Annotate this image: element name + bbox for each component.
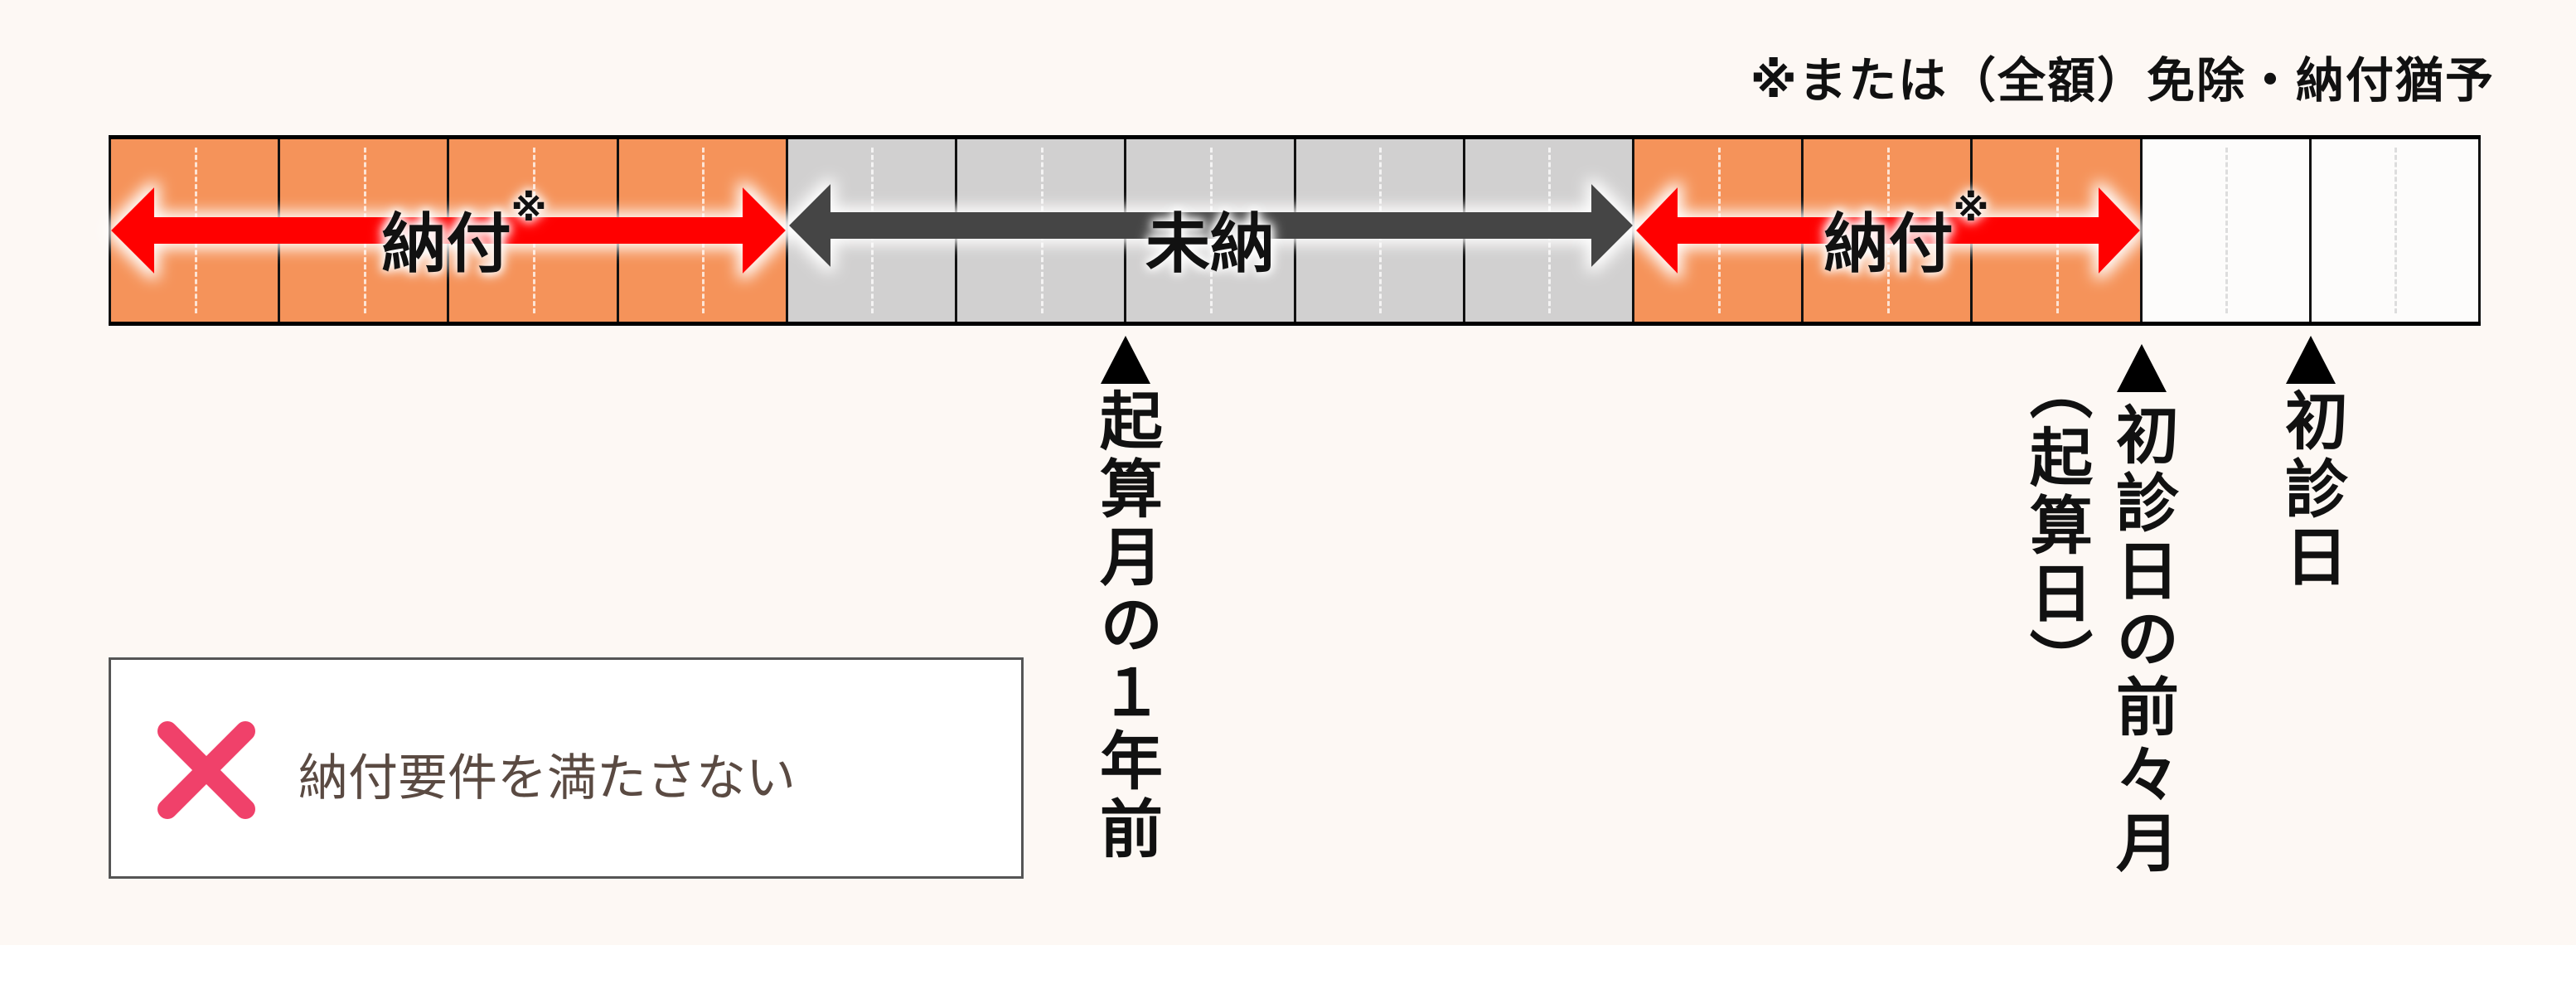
marker-triangle-icon <box>2286 336 2336 384</box>
legend-text: 納付要件を満たさない <box>298 749 796 807</box>
month-cell-paid <box>616 139 786 322</box>
marker-label-first-visit: 初診日 <box>2274 388 2348 592</box>
month-cell-future <box>2308 139 2482 322</box>
segment-label-paid-1: 納付※ <box>381 187 547 285</box>
segment-label-unpaid: 未納 <box>1145 192 1275 285</box>
month-cell-future <box>2139 139 2309 322</box>
segment-label-paid-2: 納付※ <box>1823 187 1989 285</box>
diagram-canvas: ※または（全額）免除・納付猶予 納付※ 未納 納付※ 起算月の１年前 初診日の前… <box>0 0 2576 945</box>
marker-triangle-icon <box>1101 336 1150 384</box>
marker-label-two-months-before: 初診日の前々月 <box>2105 402 2179 878</box>
footnote-mark: ※ <box>1953 187 1989 230</box>
marker-sublabel-start-date: （起算日） <box>2019 356 2093 696</box>
month-cell-paid <box>109 139 278 322</box>
segment-text: 納付 <box>381 207 511 282</box>
month-cell-paid <box>1631 139 1802 322</box>
marker-triangle-icon <box>2117 344 2167 392</box>
month-cell-paid <box>1970 139 2140 322</box>
month-cell-unpaid <box>955 139 1125 322</box>
month-cell-unpaid <box>785 139 956 322</box>
footnote-mark: ※ <box>511 187 547 230</box>
legend-box: 納付要件を満たさない <box>109 657 1024 879</box>
segment-text: 未納 <box>1145 207 1276 282</box>
month-cell-unpaid <box>1462 139 1632 322</box>
marker-label-one-year-before: 起算月の１年前 <box>1089 388 1163 864</box>
footnote: ※または（全額）免除・納付猶予 <box>1750 52 2495 109</box>
cross-icon <box>157 721 255 819</box>
month-cell-unpaid <box>1293 139 1463 322</box>
segment-text: 納付 <box>1823 207 1954 282</box>
